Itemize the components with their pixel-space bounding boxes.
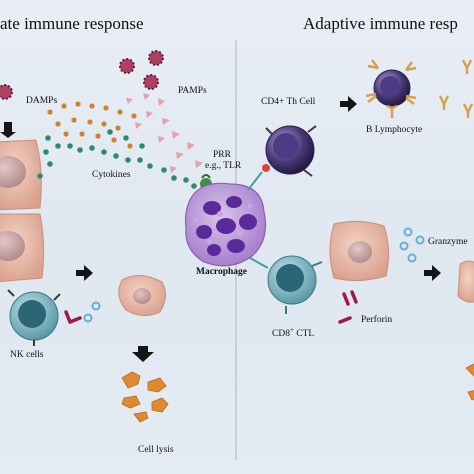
perforin-label: Perforin	[361, 315, 393, 325]
pamps-label: PAMPs	[178, 86, 207, 96]
arrow-right-icon	[424, 265, 441, 281]
prr-example-label: e.g., TLR	[205, 161, 242, 171]
macrophage-cell	[184, 171, 269, 269]
nk-cell	[7, 289, 61, 346]
damp-molecules	[47, 101, 137, 149]
macrophage-label: Macrophage	[196, 267, 248, 277]
cell-lysis-label: Cell lysis	[138, 445, 174, 455]
cd4-th-cell-label: CD4+ Th Cell	[261, 97, 316, 107]
b-lymphocyte-label: B Lymphocyte	[366, 125, 423, 135]
tissue-cell-lower	[0, 213, 45, 283]
antibodies	[438, 59, 474, 118]
pamp-molecules	[126, 93, 203, 173]
granzyme-molecules	[83, 227, 425, 323]
perforin-molecules	[64, 290, 358, 324]
granzyme-label: Granzyme	[428, 237, 468, 247]
prr-label: PRR	[213, 150, 231, 160]
b-lymphocyte-cell	[365, 59, 417, 118]
arrow-down-icon	[0, 122, 16, 138]
damps-label: DAMPs	[26, 96, 58, 106]
virus-particles	[0, 50, 164, 100]
arrow-down-icon	[132, 346, 154, 362]
arrow-right-icon	[76, 265, 93, 281]
apoptotic-cell	[118, 275, 166, 316]
arrow-right-icon	[340, 96, 357, 112]
adaptive-response-header: Adaptive immune resp	[303, 14, 458, 33]
lysis-fragments	[121, 363, 474, 423]
cd8-ctl-cell	[267, 255, 323, 314]
cytokine-molecules	[37, 129, 197, 189]
target-cell-right	[329, 220, 390, 282]
cytokines-label: Cytokines	[92, 170, 131, 180]
tissue-cell-upper	[0, 139, 42, 211]
target-cell-edge	[457, 260, 474, 303]
nk-cells-label: NK cells	[10, 350, 44, 360]
innate-response-header: ate immune response	[0, 14, 144, 33]
cd8-ctl-label: CD8+ CTL	[272, 326, 315, 340]
arrow-icons	[0, 96, 441, 362]
cd4-th-cell	[262, 125, 317, 177]
